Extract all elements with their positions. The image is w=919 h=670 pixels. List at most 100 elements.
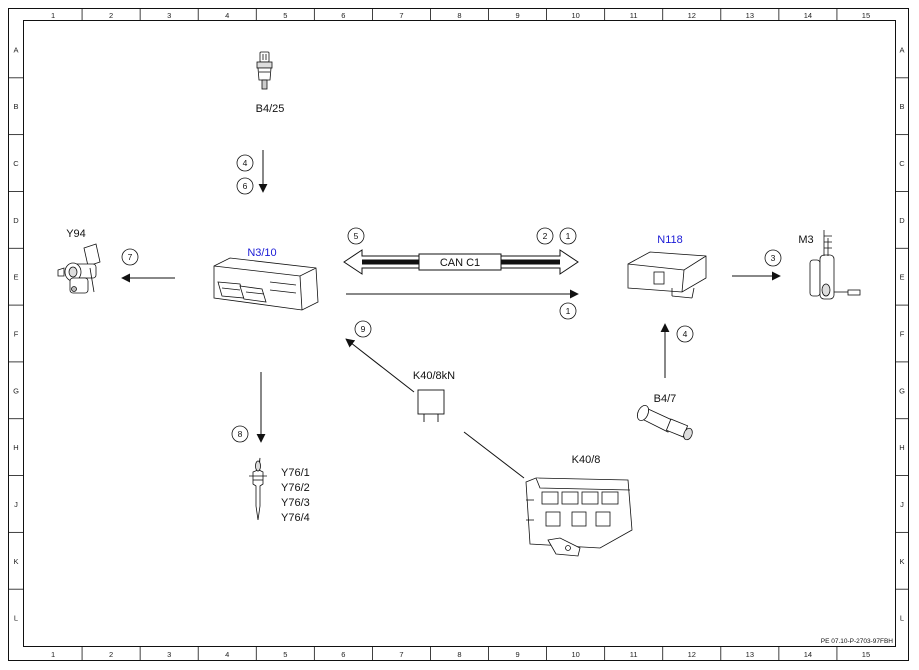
- label-y76-1: Y76/1: [281, 467, 310, 479]
- label-n118: N118: [657, 234, 682, 246]
- grid-row-label: D: [13, 216, 19, 225]
- connections: [121, 150, 781, 479]
- can-c1-bus: CAN C1: [343, 249, 579, 275]
- signal-bubble-1-can: [559, 227, 577, 245]
- document-code: PE 07.10-P-2703-97FBH: [821, 638, 894, 645]
- grid-row-label: F: [900, 330, 905, 339]
- grid-column-label: 13: [746, 11, 754, 20]
- component-labels: B4/25 N3/10 Y94 N118 M3 K40/8kN B4/7 K40…: [66, 103, 813, 524]
- signal-number-3: 3: [771, 253, 776, 263]
- signal-bubble-9: [354, 320, 372, 338]
- label-b4-25: B4/25: [256, 103, 285, 115]
- grid-column-label: 10: [571, 11, 579, 20]
- grid-row-label: J: [14, 500, 18, 509]
- signal-number-1-can: 1: [566, 231, 571, 241]
- label-m3: M3: [798, 234, 813, 246]
- grid-row-label: A: [899, 45, 904, 54]
- grid-row-labels-left: A B C D E F G H J K L: [13, 45, 19, 622]
- signal-number-5: 5: [354, 231, 359, 241]
- y94-valve-icon: [57, 243, 101, 294]
- grid-row-label: G: [899, 386, 905, 395]
- grid-column-label: 5: [283, 650, 287, 659]
- label-y94: Y94: [66, 228, 86, 240]
- grid-column-label: 15: [862, 650, 870, 659]
- grid-column-label: 14: [804, 11, 812, 20]
- signal-number-6: 6: [243, 181, 248, 191]
- grid-row-label: H: [899, 443, 904, 452]
- grid-column-label: 11: [630, 650, 638, 659]
- grid-row-label: E: [13, 273, 18, 282]
- label-y76-4: Y76/4: [281, 512, 310, 524]
- label-y76-2: Y76/2: [281, 482, 310, 494]
- grid-column-label: 8: [457, 650, 461, 659]
- grid-row-label: L: [14, 614, 18, 623]
- line-k40-8kn-to-k40-8: [463, 431, 525, 479]
- can-bus-label: CAN C1: [440, 257, 480, 269]
- signal-number-8: 8: [238, 429, 243, 439]
- arrow-k40-8kn-to-n3-10: [345, 338, 415, 393]
- signal-numbers: 4 6 7 5 2 1 1 3 4 9 8: [128, 158, 776, 439]
- signal-bubble-2: [536, 227, 554, 245]
- grid-column-label: 13: [746, 650, 754, 659]
- label-y76-3: Y76/3: [281, 497, 310, 509]
- grid-row-label: J: [900, 500, 904, 509]
- grid-column-label: 3: [167, 650, 171, 659]
- drawing-frame: [8, 8, 909, 661]
- grid-column-label: 8: [457, 11, 461, 20]
- b4-25-sensor-icon: [256, 51, 273, 90]
- grid-row-label: E: [899, 273, 904, 282]
- signal-bubble-6: [236, 177, 254, 195]
- m3-fuel-pump-icon: [809, 230, 861, 300]
- signal-number-9: 9: [361, 324, 366, 334]
- grid-row-label: F: [14, 330, 19, 339]
- grid-column-label: 2: [109, 11, 113, 20]
- grid-column-ticks: [81, 9, 838, 660]
- grid-row-ticks: [9, 77, 908, 590]
- signal-bubble-1-line: [559, 302, 577, 320]
- grid-row-label: G: [13, 386, 19, 395]
- label-k40-8kn: K40/8kN: [413, 370, 455, 382]
- grid-column-label: 15: [862, 11, 870, 20]
- grid-column-label: 1: [51, 650, 55, 659]
- k40-8kn-relay-icon: [417, 389, 445, 422]
- n118-control-unit-icon: [627, 251, 707, 299]
- grid-row-label: C: [13, 159, 19, 168]
- grid-row-label: K: [899, 557, 904, 566]
- grid-row-label: D: [899, 216, 905, 225]
- label-n3-10: N3/10: [247, 247, 276, 259]
- grid-row-label: K: [13, 557, 18, 566]
- signal-number-1-line: 1: [566, 306, 571, 316]
- b4-7-sensor-icon: [636, 405, 693, 441]
- grid-column-label: 6: [341, 11, 345, 20]
- grid-column-label: 9: [515, 650, 519, 659]
- grid-row-label: L: [900, 614, 904, 623]
- signal-bubble-4-right: [676, 325, 694, 343]
- signal-bubble-5: [347, 227, 365, 245]
- signal-bubble-8: [231, 425, 249, 443]
- k40-8-relay-module-icon: [525, 477, 633, 557]
- grid-row-label: H: [13, 443, 18, 452]
- signal-number-7: 7: [128, 252, 133, 262]
- signal-number-2: 2: [543, 231, 548, 241]
- signal-bubbles: [121, 154, 782, 443]
- grid-column-label: 9: [515, 11, 519, 20]
- grid-column-label: 4: [225, 11, 229, 20]
- grid-column-label: 7: [399, 650, 403, 659]
- signal-bubble-7: [121, 248, 139, 266]
- grid-row-label: B: [13, 102, 18, 111]
- grid-column-label: 1: [51, 11, 55, 20]
- grid-column-label: 5: [283, 11, 287, 20]
- n3-10-control-unit-icon: [213, 257, 319, 311]
- grid-column-label: 2: [109, 650, 113, 659]
- grid-column-label: 12: [688, 650, 696, 659]
- grid-column-label: 14: [804, 650, 812, 659]
- grid-column-label: 4: [225, 650, 229, 659]
- signal-bubble-4-top: [236, 154, 254, 172]
- signal-number-4-right: 4: [683, 329, 688, 339]
- y76-injector-icon: [249, 457, 267, 521]
- can-bus-label-box: [418, 253, 502, 271]
- grid-row-label: A: [13, 45, 18, 54]
